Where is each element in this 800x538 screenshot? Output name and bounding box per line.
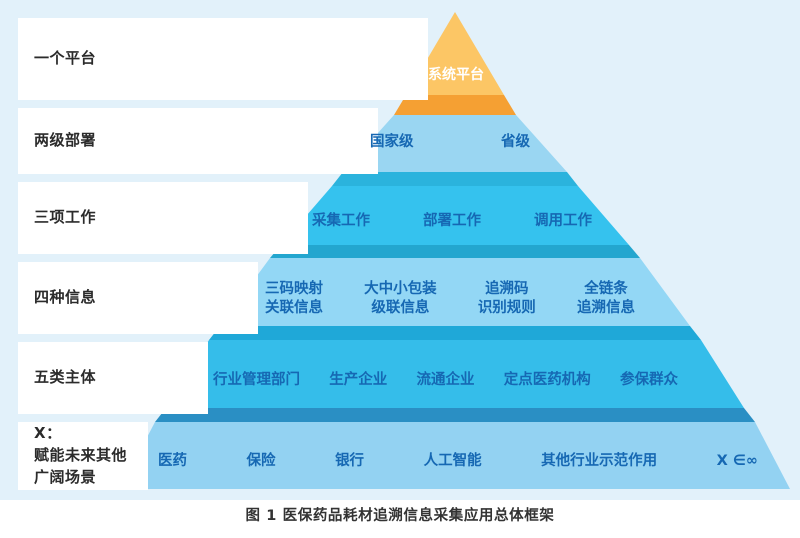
pyramid-item-artificial-intelligence: 人工智能 bbox=[423, 453, 482, 469]
pyramid-item-line1: 大中小包装 bbox=[364, 281, 437, 297]
level-label-one-platform: 一个平台 bbox=[34, 49, 97, 68]
pyramid-item-collection-task: 采集工作 bbox=[312, 213, 370, 229]
pyramid-item-distributor: 流通企业 bbox=[416, 372, 475, 388]
level-label-four-information: 四种信息 bbox=[34, 288, 97, 307]
pyramid-item-three-code-mapping: 三码映射 关联信息 bbox=[265, 280, 323, 318]
pyramid-item-deployment-task: 部署工作 bbox=[423, 213, 481, 229]
pyramid-item-system-platform: 系统平台 bbox=[406, 66, 506, 85]
pyramid-item-manufacturer: 生产企业 bbox=[329, 372, 388, 388]
pyramid-item-line1: 追溯码 bbox=[485, 281, 529, 297]
pyramid-item-industry-authority: 行业管理部门 bbox=[213, 372, 300, 388]
pyramid-level-4-face bbox=[220, 258, 690, 326]
pyramid-item-designated-institution: 定点医药机构 bbox=[503, 372, 591, 388]
pyramid-item-line1: 全链条 bbox=[584, 281, 628, 297]
pyramid-level-5-base bbox=[155, 408, 755, 422]
level-label-five-subjects: 五类主体 bbox=[34, 368, 97, 387]
pyramid-item-x-infinity: X ∈∞ bbox=[716, 453, 758, 469]
pyramid-level-5-face bbox=[166, 340, 744, 408]
pyramid-level-4-base bbox=[209, 326, 701, 340]
pyramid-item-line2: 识别规则 bbox=[477, 299, 536, 316]
pyramid-item-label: 系统平台 bbox=[428, 67, 484, 83]
pyramid-item-national-level: 国家级 bbox=[370, 134, 414, 150]
pyramid-level-2-base bbox=[332, 172, 578, 186]
pyramid-item-banking: 银行 bbox=[335, 453, 365, 469]
level-label-three-tasks: 三项工作 bbox=[34, 208, 97, 227]
pyramid-band-three-tasks: 采集工作 部署工作 调用工作 bbox=[312, 212, 592, 232]
pyramid-item-line2: 级联信息 bbox=[371, 299, 430, 316]
level-label-two-level-deployment: 两级部署 bbox=[34, 131, 97, 150]
pyramid-band-five-subjects: 行业管理部门 生产企业 流通企业 定点医药机构 参保群众 bbox=[213, 371, 678, 391]
pyramid-level-3-face bbox=[281, 186, 629, 245]
figure-caption: 图 1 医保药品耗材追溯信息采集应用总体框架 bbox=[245, 508, 555, 524]
pyramid-band-two-level-deployment: 国家级 省级 bbox=[370, 133, 530, 153]
pyramid-level-2-face bbox=[343, 115, 567, 172]
label-panel-three-tasks: 三项工作 bbox=[18, 182, 308, 254]
pyramid-item-provincial-level: 省级 bbox=[501, 134, 530, 150]
pyramid-item-trace-code-rule: 追溯码 识别规则 bbox=[478, 280, 536, 318]
pyramid-level-6-face bbox=[120, 422, 790, 489]
pyramid-level-3-base bbox=[270, 245, 640, 258]
pyramid-band-four-information: 三码映射 关联信息 大中小包装 级联信息 追溯码 识别规则 全链条 追溯信息 bbox=[265, 280, 635, 318]
label-panel-five-subjects: 五类主体 bbox=[18, 342, 208, 414]
label-panel-two-level-deployment: 两级部署 bbox=[18, 108, 378, 174]
pyramid-item-package-cascade: 大中小包装 级联信息 bbox=[364, 280, 437, 318]
pyramid-item-line2: 关联信息 bbox=[265, 299, 323, 316]
pyramid-level-1-base bbox=[394, 95, 516, 115]
label-panel-four-information: 四种信息 bbox=[18, 262, 258, 334]
label-panel-x-scenarios: X： 赋能未来其他 广阔场景 bbox=[18, 422, 148, 490]
pyramid-item-line2: 追溯信息 bbox=[576, 299, 635, 316]
level-label-x-scenarios: X： 赋能未来其他 广阔场景 bbox=[34, 424, 128, 486]
pyramid-graphic bbox=[120, 12, 790, 489]
pyramid-item-other-industry-demo: 其他行业示范作用 bbox=[541, 453, 658, 469]
pyramid-band-x-scenarios: 医药 保险 银行 人工智能 其他行业示范作用 X ∈∞ bbox=[158, 452, 758, 472]
pyramid-item-pharmaceutical: 医药 bbox=[158, 453, 187, 469]
pyramid-level-1-face bbox=[406, 12, 504, 95]
pyramid-item-line1: 三码映射 bbox=[265, 281, 323, 297]
pyramid-item-invocation-task: 调用工作 bbox=[534, 213, 592, 229]
pyramid-item-insured-public: 参保群众 bbox=[620, 372, 678, 388]
pyramid-item-full-chain-trace: 全链条 追溯信息 bbox=[577, 280, 635, 318]
label-panel-one-platform: 一个平台 bbox=[18, 18, 428, 100]
pyramid-item-insurance: 保险 bbox=[246, 453, 276, 469]
